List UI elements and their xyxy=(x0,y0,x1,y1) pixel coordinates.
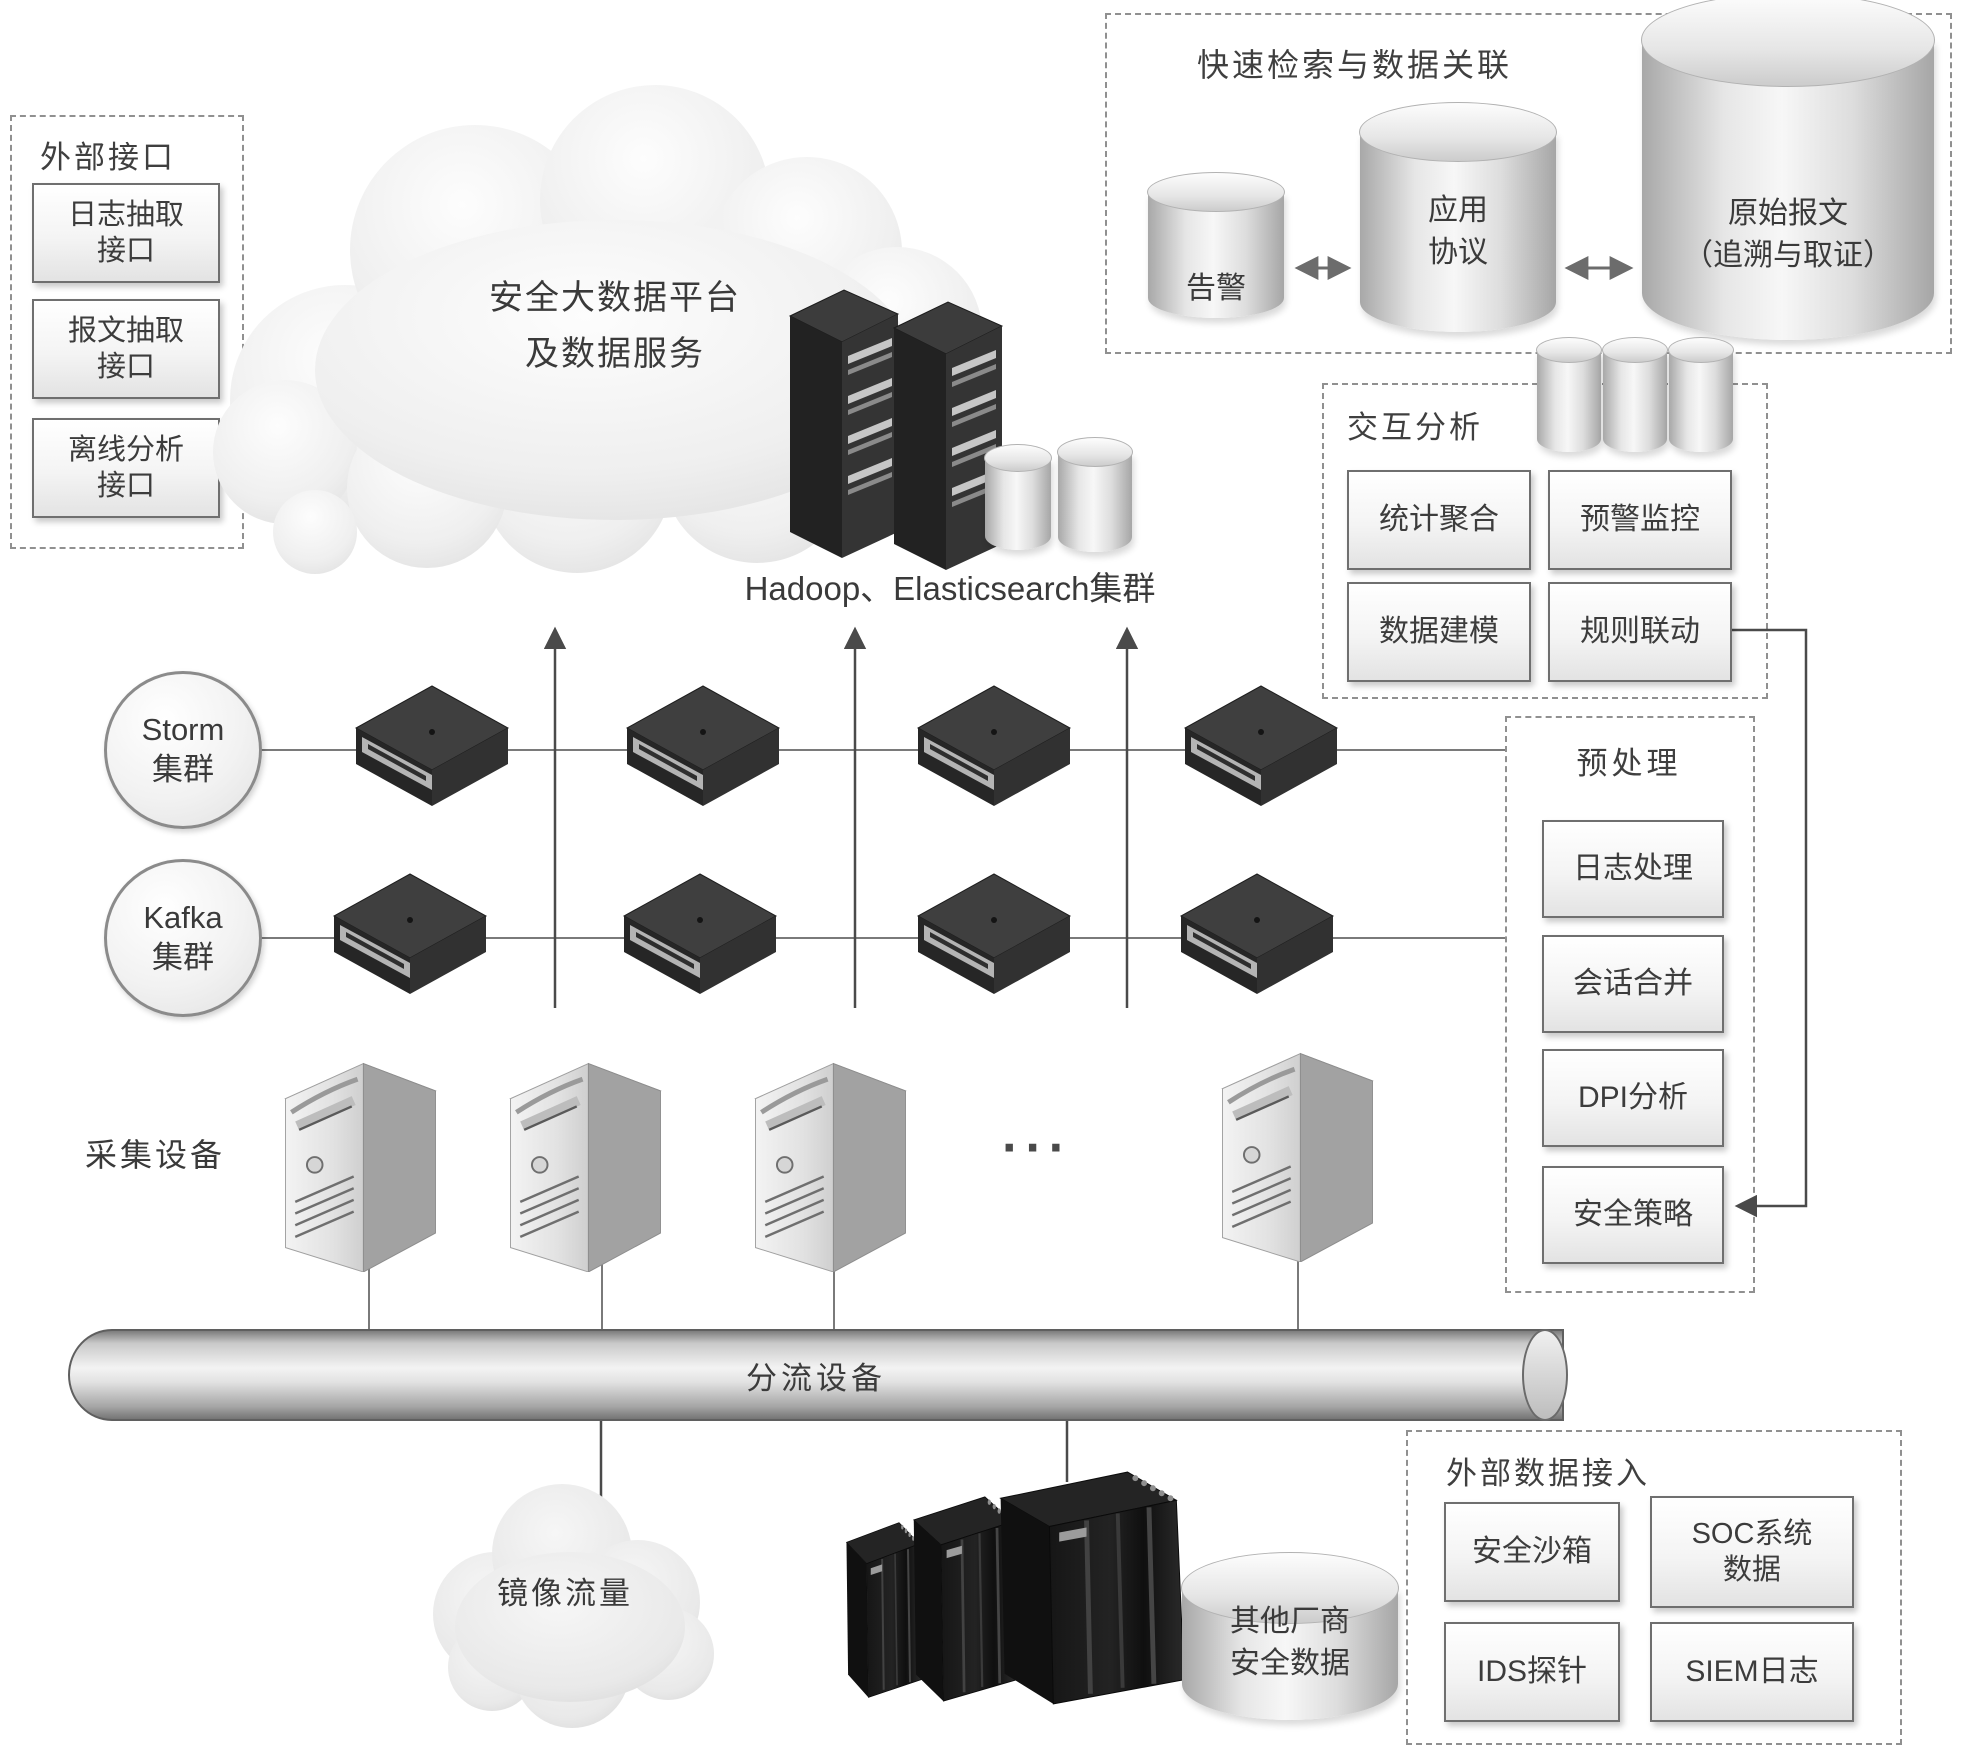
platform-cloud-label: 安全大数据平台及数据服务 xyxy=(360,270,870,382)
mirror-traffic-label: 镜像流量 xyxy=(497,1576,633,1611)
interactive-analysis-title: 交互分析 xyxy=(1347,410,1483,445)
pipe-end-cap-icon xyxy=(1522,1329,1568,1421)
switch-device-icon xyxy=(613,680,793,825)
platform-cloud-line1: 安全大数据平台 xyxy=(489,279,741,317)
node-statistical-aggregation: 统计聚合 xyxy=(1347,470,1531,570)
switch-device-icon xyxy=(1171,680,1351,825)
other-vendor-data-label: 其他厂商 安全数据 xyxy=(1230,1605,1350,1680)
storage-cylinder-icon xyxy=(984,444,1052,550)
external-interface-panel xyxy=(10,115,244,549)
data-cylinder-icon xyxy=(1602,337,1668,452)
preprocessing-panel xyxy=(1505,716,1755,1293)
node-offline-analysis-interface: 离线分析 接口 xyxy=(32,418,220,518)
tower-server-icon xyxy=(738,1048,923,1277)
platform-cloud-icon xyxy=(195,80,1075,580)
node-soc-system-data: SOC系统 数据 xyxy=(1650,1496,1854,1608)
other-vendor-data-cylinder: 其他厂商 安全数据 xyxy=(1181,1552,1399,1720)
node-log-extract-interface: 日志抽取 接口 xyxy=(32,183,220,283)
switch-device-icon xyxy=(904,868,1084,1013)
switch-device-icon xyxy=(904,680,1084,825)
node-log-processing: 日志处理 xyxy=(1542,820,1724,918)
node-ids-probe: IDS探针 xyxy=(1444,1622,1620,1722)
external-interface-title: 外部接口 xyxy=(40,140,176,175)
quick-search-title: 快速检索与数据关联 xyxy=(1197,47,1513,83)
tower-server-icon xyxy=(268,1048,453,1277)
mirror-traffic-cloud-icon xyxy=(400,1462,730,1746)
switch-device-icon xyxy=(342,680,522,825)
node-rule-linkage: 规则联动 xyxy=(1548,582,1732,682)
cluster-caption: Hadoop、Elasticsearch集群 xyxy=(744,570,1156,607)
app-protocol-db-cylinder: 应用 协议 xyxy=(1359,102,1557,332)
node-warning-monitoring: 预警监控 xyxy=(1548,470,1732,570)
preprocessing-title: 预处理 xyxy=(1576,746,1682,781)
node-security-sandbox: 安全沙箱 xyxy=(1444,1502,1620,1602)
switch-device-icon xyxy=(1167,868,1347,1013)
app-protocol-db-label: 应用 协议 xyxy=(1428,194,1488,269)
node-data-modeling: 数据建模 xyxy=(1347,582,1531,682)
storage-cylinder-icon xyxy=(1057,437,1133,552)
data-cylinder-icon xyxy=(1536,337,1602,452)
quick-search-panel xyxy=(1105,13,1952,354)
storm-cluster-node: Storm 集群 xyxy=(104,671,262,829)
switch-device-icon xyxy=(610,868,790,1013)
data-cylinder-icon xyxy=(1668,337,1734,452)
ellipsis: ··· xyxy=(1002,1119,1072,1177)
external-data-title: 外部数据接入 xyxy=(1446,1456,1650,1491)
raw-packet-db-label: 原始报文 （追溯与取证） xyxy=(1683,197,1893,272)
raw-packet-db-cylinder: 原始报文 （追溯与取证） xyxy=(1641,0,1935,340)
kafka-cluster-node: Kafka 集群 xyxy=(104,859,262,1017)
node-packet-extract-interface: 报文抽取 接口 xyxy=(32,299,220,399)
alert-db-label: 告警 xyxy=(1186,272,1246,305)
tower-server-icon xyxy=(1205,1038,1390,1267)
splitter-pipe: 分流设备 xyxy=(68,1329,1568,1421)
cabinet-server-icon xyxy=(985,1462,1190,1719)
alert-db-cylinder: 告警 xyxy=(1147,172,1285,318)
switch-device-icon xyxy=(320,868,500,1013)
node-dpi-analysis: DPI分析 xyxy=(1542,1049,1724,1147)
node-session-merge: 会话合并 xyxy=(1542,935,1724,1033)
external-data-panel xyxy=(1406,1430,1902,1745)
rule-linkage-to-policy-arrow xyxy=(1728,628,1808,1218)
splitter-label: 分流设备 xyxy=(746,1360,886,1396)
node-security-policy: 安全策略 xyxy=(1542,1166,1724,1264)
platform-cloud-line2: 及数据服务 xyxy=(525,335,705,374)
tower-server-icon xyxy=(493,1048,678,1277)
collection-devices-label: 采集设备 xyxy=(85,1137,226,1173)
node-siem-log: SIEM日志 xyxy=(1650,1622,1854,1722)
